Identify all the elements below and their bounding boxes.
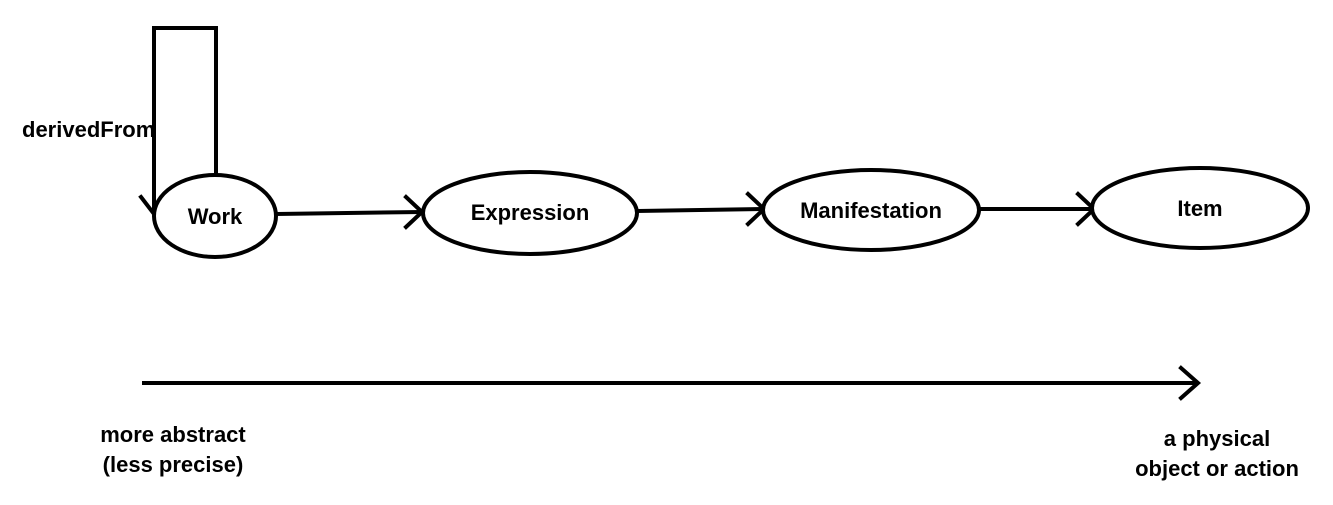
node-expression-label: Expression — [471, 200, 590, 225]
node-work-label: Work — [188, 204, 243, 229]
scale-right-label-line2: object or action — [1135, 456, 1299, 481]
scale-left-label-line2: (less precise) — [103, 452, 244, 477]
scale-left-label-line1: more abstract — [100, 422, 246, 447]
node-work: Work — [152, 173, 278, 259]
abstraction-scale-arrowhead — [1178, 365, 1202, 401]
derived-from-label: derivedFrom — [22, 117, 155, 142]
node-expression: Expression — [421, 170, 639, 256]
work-to-expression-edge — [274, 209, 423, 217]
scale-right-label-line1: a physical — [1164, 426, 1270, 451]
expression-to-manifestation-edge — [635, 206, 765, 214]
node-item: Item — [1090, 166, 1310, 250]
node-item-label: Item — [1177, 196, 1222, 221]
node-manifestation-label: Manifestation — [800, 198, 942, 223]
node-manifestation: Manifestation — [761, 168, 981, 252]
derived-from-loop-edge — [152, 26, 218, 214]
